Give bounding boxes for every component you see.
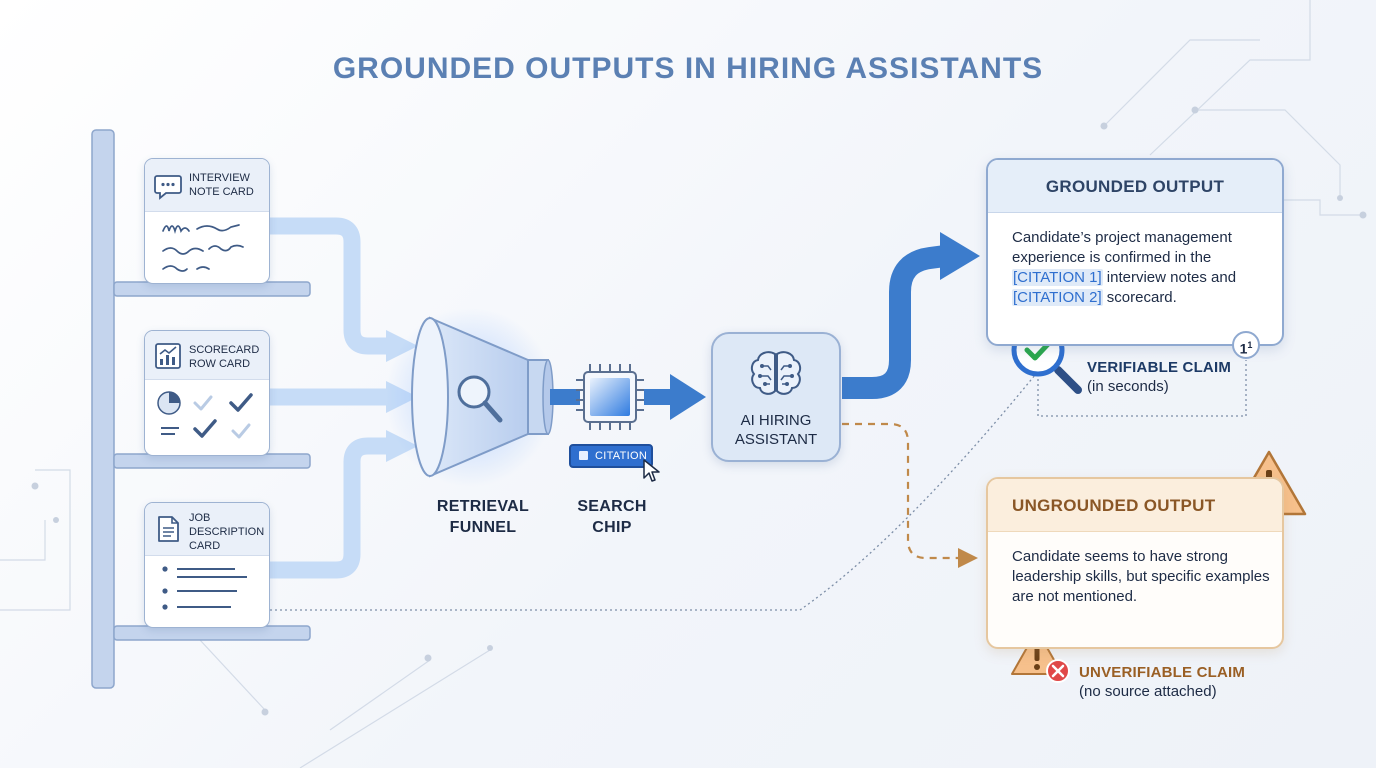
retrieval-funnel-label: RETRIEVAL FUNNEL	[436, 498, 530, 536]
chart-icon	[155, 343, 181, 369]
unverifiable-claim-subtitle: (no source attached)	[1079, 683, 1217, 700]
card-label: JOB DESCRIPTION CARD	[189, 512, 265, 552]
job-description-card[interactable]: JOB DESCRIPTION CARD	[144, 502, 270, 628]
document-icon	[158, 516, 179, 542]
assistant-label: AI HIRING ASSISTANT	[734, 412, 818, 448]
grounded-output-panel: GROUNDED OUTPUT Candidate’s project mana…	[986, 158, 1284, 346]
chip-icon	[576, 364, 644, 430]
ungrounded-arrow	[842, 422, 960, 560]
page-title: GROUNDED OUTPUTS IN HIRING ASSISTANTS	[332, 52, 1044, 85]
citation-button[interactable]: CITATION	[569, 444, 653, 468]
chat-bubble-icon	[154, 175, 182, 200]
citation-button-label: CITATION	[595, 450, 648, 462]
source-rack	[91, 129, 311, 689]
brain-icon	[750, 351, 802, 395]
text-segment: Candidate’s project management experienc…	[1012, 229, 1232, 266]
card-label: SCORECARD ROW CARD	[189, 344, 260, 370]
ai-hiring-assistant[interactable]: AI HIRING ASSISTANT	[711, 332, 841, 462]
card-header	[145, 503, 269, 556]
checkbox-icon	[579, 451, 588, 460]
badge-superscript: 1	[1247, 340, 1253, 350]
citation-1[interactable]: [CITATION 1]	[1012, 269, 1103, 286]
text-segment: scorecard.	[1102, 289, 1177, 306]
search-chip-label: SEARCH CHIP	[577, 498, 647, 536]
bullet-lines	[162, 566, 247, 610]
grounded-output-text: Candidate’s project management experienc…	[1012, 228, 1274, 308]
grounded-output-header: GROUNDED OUTPUT	[988, 160, 1282, 213]
ungrounded-output-text: Candidate seems to have strong leadershi…	[1012, 548, 1270, 605]
unverifiable-claim-title: UNVERIFIABLE CLAIM	[1079, 664, 1246, 681]
badge-number: 1	[1239, 340, 1248, 357]
scorecard-row-card[interactable]: SCORECARD ROW CARD	[144, 330, 270, 456]
interview-note-card[interactable]: INTERVIEW NOTE CARD	[144, 158, 270, 284]
ungrounded-output-panel: UNGROUNDED OUTPUT Candidate seems to hav…	[986, 477, 1284, 649]
input-arrows	[268, 217, 388, 579]
ungrounded-output-header: UNGROUNDED OUTPUT	[988, 479, 1282, 532]
trace-line	[270, 374, 1036, 611]
cursor-icon	[643, 459, 660, 482]
verifiable-claim-title: VERIFIABLE CLAIM	[1087, 359, 1232, 376]
card-label: INTERVIEW NOTE CARD	[189, 172, 254, 198]
scorecard-marks	[157, 391, 253, 439]
handwriting-lines	[162, 224, 244, 272]
citation-count-badge: 11	[1232, 331, 1260, 359]
grounded-arrow	[842, 245, 947, 399]
verifiable-claim-subtitle: (in seconds)	[1087, 378, 1169, 395]
magnifier-icon	[457, 375, 503, 423]
citation-2[interactable]: [CITATION 2]	[1012, 289, 1103, 306]
ungrounded-output-title: UNGROUNDED OUTPUT	[1012, 496, 1216, 515]
unverifiable-warning-icon	[1011, 629, 1070, 683]
grounded-output-title: GROUNDED OUTPUT	[1045, 177, 1225, 196]
text-segment: interview notes and	[1102, 269, 1237, 286]
